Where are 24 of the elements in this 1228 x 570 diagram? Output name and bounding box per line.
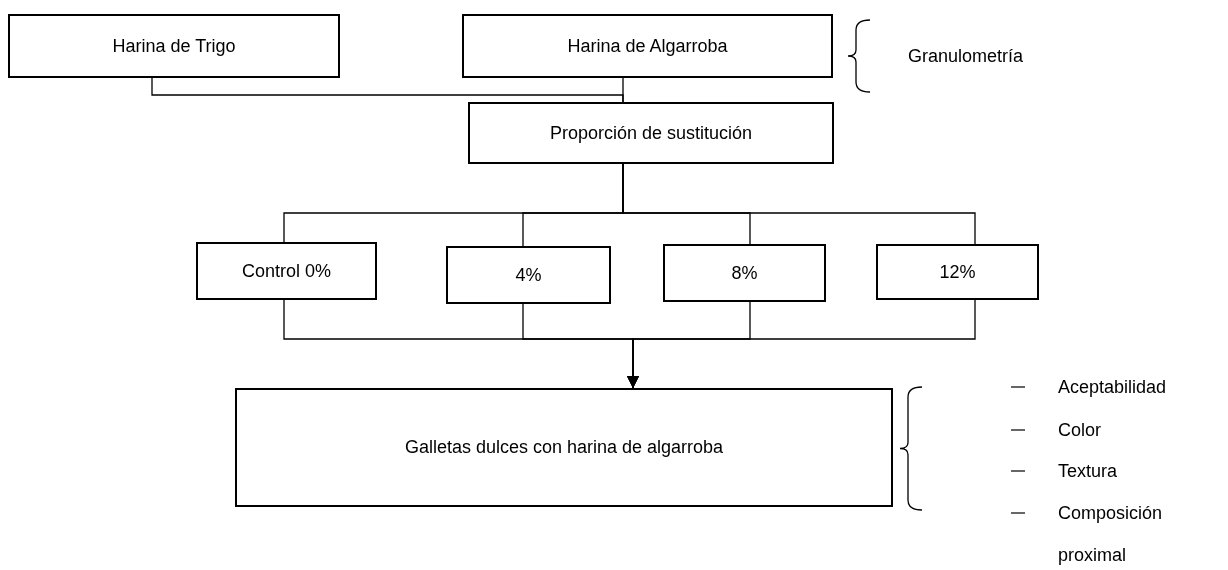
box-label: 12% — [939, 261, 976, 283]
connector-line — [622, 163, 976, 245]
process-box — [8, 14, 340, 78]
connector-line — [627, 299, 976, 389]
box-label: Galletas dulces con harina de algarroba — [404, 437, 724, 458]
box-label: 8% — [731, 262, 758, 284]
connector-line — [622, 77, 624, 103]
process-box — [196, 242, 377, 300]
annotation-label: Granulometría — [908, 45, 1025, 68]
box-label: Harina de Trigo — [112, 35, 236, 57]
list-item: Textura — [1058, 460, 1119, 483]
box-label: Proporción de sustitución — [549, 122, 753, 144]
list-item: Composición proximal — [1058, 502, 1164, 567]
box-label: Harina de Algarroba — [567, 35, 728, 57]
box-label: Control 0% — [241, 260, 331, 282]
process-box — [235, 388, 893, 507]
box-label: 4% — [515, 264, 542, 286]
list-item: Aceptabilidad — [1058, 376, 1168, 399]
process-box — [446, 246, 611, 304]
process-box — [663, 244, 826, 302]
list-item: Color — [1058, 419, 1102, 442]
process-box — [876, 244, 1039, 300]
process-box — [468, 102, 834, 164]
process-box — [462, 14, 833, 78]
